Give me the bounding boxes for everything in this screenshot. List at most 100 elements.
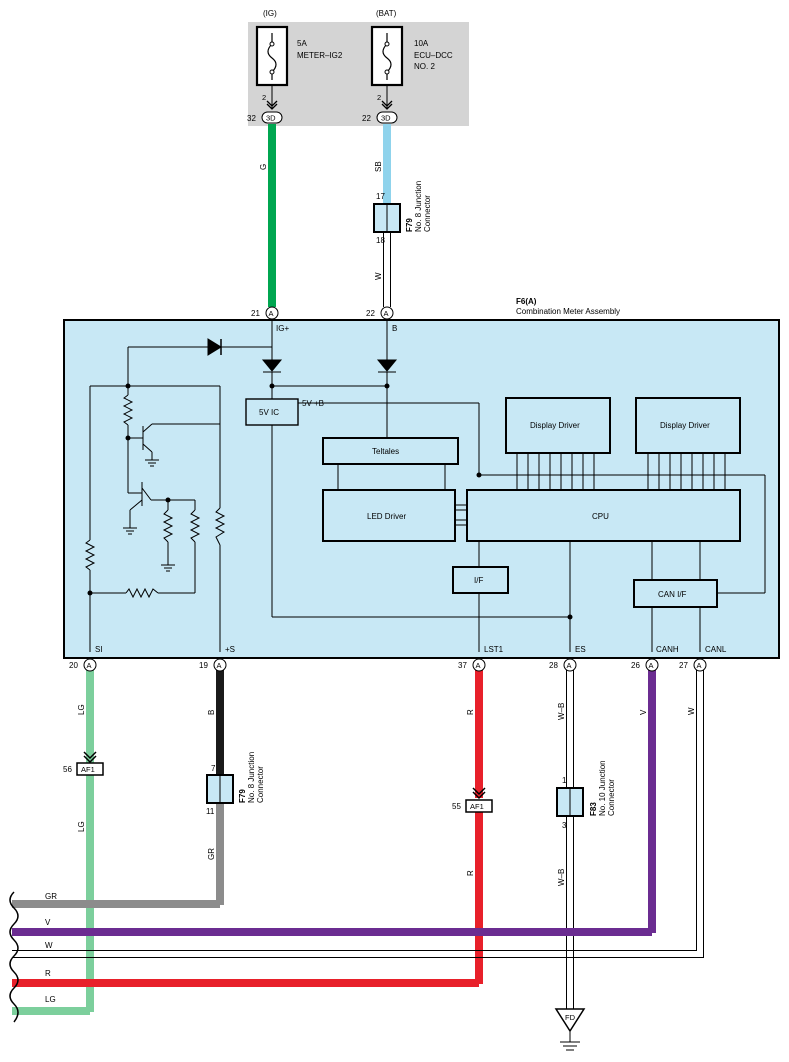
- bus-label-v: V: [45, 918, 51, 927]
- wire-wb-label-2: W–B: [557, 869, 566, 886]
- svg-text:LED Driver: LED Driver: [367, 512, 406, 521]
- fuse-ig-connector: [261, 111, 283, 124]
- meter-name: Combination Meter Assembly: [516, 307, 620, 316]
- svg-text:28: 28: [549, 661, 558, 670]
- wire-lg-label-1: LG: [77, 704, 86, 715]
- fuse-bat-rating: 10A: [414, 39, 429, 48]
- wire-r-label-1: R: [466, 709, 475, 715]
- svg-text:AF1: AF1: [81, 765, 95, 774]
- combination-meter: IG+ B: [63, 319, 780, 659]
- svg-text:A: A: [476, 661, 481, 670]
- fuse-ig-conn-label: 3D: [266, 114, 276, 123]
- bus-label-gr: GR: [45, 892, 57, 901]
- svg-text:5V IC: 5V IC: [259, 408, 279, 417]
- chevron-icon: [381, 100, 393, 110]
- svg-text:A: A: [87, 661, 92, 670]
- meter-label-s: +S: [225, 645, 235, 654]
- meter-pin-28: [563, 658, 577, 672]
- svg-text:A: A: [567, 661, 572, 670]
- fuse-ig-name: METER–IG2: [297, 51, 343, 60]
- break-line-icon: [9, 891, 19, 1023]
- ground-icon: [145, 459, 159, 467]
- ground-icon: [560, 1041, 580, 1051]
- fuse-bat-conn-pin: 22: [362, 114, 371, 123]
- svg-text:37: 37: [458, 661, 467, 670]
- ground-icon: [123, 527, 137, 535]
- wire-w-label: W: [687, 707, 696, 715]
- fuse-bat-conn-label: 3D: [381, 114, 391, 123]
- meter-label-lst1: LST1: [484, 645, 504, 654]
- wire-g-label: G: [259, 164, 268, 170]
- fuse-ig-conn-pin: 32: [247, 114, 256, 123]
- wire-sb-label: SB: [374, 161, 383, 172]
- fuse-bat-element: [382, 33, 392, 80]
- fuse-ig-rating: 5A: [297, 39, 307, 48]
- svg-text:No. 10 Junction: No. 10 Junction: [598, 760, 607, 816]
- display-bus-2: [647, 453, 726, 490]
- meter-label-canh: CANH: [656, 645, 679, 654]
- junction-f79-top-pin-in: 17: [376, 192, 385, 201]
- top-wires: G SB 17 18 F79 No. 8 Junction Connector …: [251, 124, 620, 320]
- meter-pin-27: [693, 658, 707, 672]
- block-cpu: [466, 489, 741, 542]
- svg-text:I/F: I/F: [474, 576, 483, 585]
- wire-r-label-2: R: [466, 870, 475, 876]
- af1-left-pin: 56: [63, 765, 72, 774]
- fuse-ig-source: (IG): [263, 9, 277, 18]
- svg-text:19: 19: [199, 661, 208, 670]
- junction-f79-top-line1: No. 8 Junction: [414, 181, 423, 232]
- fuse-bat-name-2: NO. 2: [414, 62, 435, 71]
- svg-text:AF1: AF1: [470, 802, 484, 811]
- display-bus-1: [516, 453, 595, 490]
- block-display-driver-2: [635, 397, 741, 454]
- svg-text:No. 8 Junction: No. 8 Junction: [247, 752, 256, 803]
- bus-label-w: W: [45, 941, 53, 950]
- svg-text:Connector: Connector: [256, 766, 265, 803]
- svg-text:A: A: [269, 309, 274, 318]
- meter-pin-21-num: 21: [251, 309, 260, 318]
- transistor-icon: [142, 423, 153, 460]
- fuse-ig-pin: 2: [262, 93, 266, 102]
- svg-text:27: 27: [679, 661, 688, 670]
- fuse-bat-source: (BAT): [376, 9, 397, 18]
- chevron-icon: [472, 787, 486, 800]
- svg-text:Display Driver: Display Driver: [660, 421, 710, 430]
- resistor-icon: [84, 394, 226, 599]
- svg-text:F79: F79: [238, 789, 247, 803]
- chevron-icon: [83, 751, 97, 764]
- block-if: [452, 566, 509, 594]
- wire-lg-label-2: LG: [77, 821, 86, 832]
- meter-label-es: ES: [575, 645, 586, 654]
- meter-label-si: SI: [95, 645, 103, 654]
- block-can-if: [633, 579, 718, 608]
- af1-right-connector: [465, 799, 493, 813]
- block-teltales: [322, 437, 459, 465]
- wire-w-top-label: W: [374, 272, 383, 280]
- svg-text:1: 1: [562, 776, 567, 785]
- meter-pin-37: [472, 658, 486, 672]
- svg-text:A: A: [649, 661, 654, 670]
- fuse-ig-element: [267, 33, 277, 80]
- wire-w: [12, 670, 704, 958]
- ground-icon: [161, 564, 175, 572]
- bus-label-r: R: [45, 969, 51, 978]
- svg-text:11: 11: [206, 807, 215, 816]
- af1-left-connector: [76, 762, 104, 776]
- junction-f79-top-id: F79: [405, 218, 414, 232]
- meter-pin-19: [213, 658, 227, 672]
- junction-f79-top-pin-out: 18: [376, 236, 385, 245]
- svg-text:A: A: [384, 309, 389, 318]
- svg-text:Connector: Connector: [607, 779, 616, 816]
- wire-wb: [566, 670, 574, 1012]
- fuse-panel: (IG) (BAT) 5A METER–IG2 10A ECU–DCC NO. …: [247, 9, 469, 126]
- svg-text:Display Driver: Display Driver: [530, 421, 580, 430]
- ground-fd-symbol: [554, 1008, 586, 1033]
- wire-b-label: B: [207, 710, 216, 715]
- fuse-bat-name: ECU–DCC: [414, 51, 453, 60]
- ground-fd-label: FD: [565, 1013, 576, 1022]
- svg-text:7: 7: [211, 764, 216, 773]
- svg-text:3: 3: [562, 821, 567, 830]
- svg-text:20: 20: [69, 661, 78, 670]
- meter-label-igplus: IG+: [276, 324, 289, 333]
- fuse-bat-connector: [376, 111, 398, 124]
